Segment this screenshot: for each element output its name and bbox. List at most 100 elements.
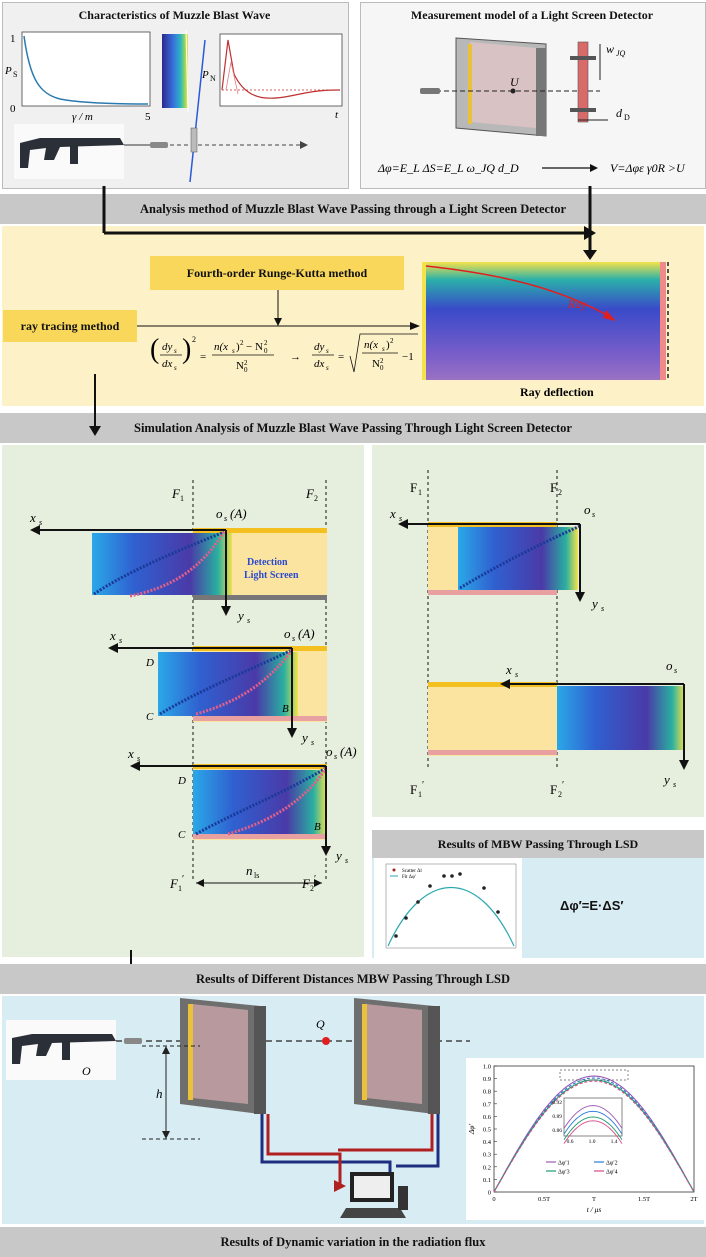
svg-text:→: → [290,351,301,363]
results-lsd-title: Results of MBW Passing Through LSD [372,830,704,858]
computer-icon [340,1172,408,1218]
d-point-3: D [177,775,186,787]
rifle-icon-2 [6,1020,116,1080]
y-tick-label: 0 [488,1190,491,1197]
y-tick-label: 0.9 [483,1076,491,1083]
runge-kutta-box: Fourth-order Runge-Kutta method [150,256,404,290]
svg-text:s: s [326,364,329,372]
svg-text:s: s [137,754,140,763]
svg-text:s: s [592,510,595,519]
right-xs-1: x [389,506,396,521]
zoom-region [559,1069,629,1081]
w-label: w [606,42,614,56]
legend-label: Δφ′4 [606,1170,618,1176]
inset-series-line [563,1116,623,1141]
svg-text:s: s [673,780,676,789]
ray-deflection-label: Ray deflection [520,385,594,399]
y-tick-label: 0.6 [483,1114,492,1121]
svg-text:′: ′ [422,780,424,791]
svg-text:s: s [334,752,337,761]
svg-text:2: 2 [192,335,196,344]
right-ys-2: y [662,772,670,787]
b-point-3: B [314,821,321,833]
nls-label: n [246,863,253,878]
osA-label-2: (A) [298,626,315,641]
svg-text:1: 1 [418,790,422,799]
svg-text:s: s [224,514,227,523]
svg-text:2: 2 [390,337,394,345]
muzzle-blast-title: Characteristics of Muzzle Blast Wave [78,8,271,22]
os-label-2: o [284,626,291,641]
right-ys-1: y [590,596,598,611]
svg-text:): ) [182,334,191,365]
svg-text:0: 0 [264,347,268,355]
ps-y-bottom: 0 [10,103,16,115]
svg-text:2: 2 [240,339,244,347]
xs-label-1: x [29,510,36,525]
c-point-2: C [146,711,154,723]
delta-phi-equation: Δφ=E_L ΔS=E_L ω_JQ d_D [377,161,519,175]
results-lsd-formula: Δφ′=E·ΔS′ [560,898,624,913]
results-lsd-plot: Scatter Δl Fit Δφ′ [374,858,522,958]
d-point-2: D [145,657,154,669]
right-f1-label: F [410,480,417,495]
svg-text:s: s [515,670,518,679]
svg-text:2: 2 [380,357,384,365]
svg-text:dx: dx [314,358,325,370]
measurement-model-graphics: U w JQ d D Δφ=E_L ΔS=E_L ω_JQ d_D V=Δφε … [377,37,686,175]
inset-y-tick: 0.92 [552,1100,562,1106]
q-label: Q [316,1017,325,1031]
distances-bar: Results of Different Distances MBW Passi… [0,964,706,994]
x-axis-label: t / μs [587,1205,602,1214]
legend-scatter: Scatter Δl [402,869,422,874]
pn-ylabel-sub: N [210,74,216,83]
svg-text:2: 2 [558,790,562,799]
right-os-1: o [584,502,591,517]
svg-text:2: 2 [310,884,314,893]
svg-text:s: s [399,514,402,523]
f1-label: F [171,486,181,501]
y-axis-label: Δφ′ [467,1124,476,1136]
velocity-equation: V=Δφε γ0R >U [610,161,686,175]
svg-text:s: s [674,666,677,675]
svg-text:s: s [174,364,177,372]
y-tick-label: 0.5 [483,1127,491,1134]
nls-sub: ls [254,871,259,880]
legend-fit: Fit Δφ′ [402,875,416,880]
svg-text:s: s [326,347,329,355]
legend-label: Δφ′3 [558,1170,570,1176]
svg-text:1: 1 [418,488,422,497]
svg-text:2: 2 [264,339,268,347]
inset-x-tick: 1.4 [611,1139,618,1145]
svg-text:1: 1 [178,884,182,893]
y-tick-label: 0.4 [483,1139,492,1146]
measurement-model-title: Measurement model of a Light Screen Dete… [410,8,654,22]
svg-text:s: s [382,345,385,353]
inset-x-tick: 1.0 [589,1139,596,1145]
ys-label-1: y [236,608,244,623]
d-label: d [616,106,623,120]
rifle-icon [14,124,124,179]
xs-label-3: x [127,746,134,761]
legend-label: Δφ′2 [606,1161,618,1167]
simulation-left-graphics: F 1 F 2 Detection Light Screen x s y s o… [29,480,357,893]
svg-text:s: s [247,616,250,625]
svg-text:0: 0 [380,364,384,372]
x-tick-label: 0 [492,1196,495,1203]
dynamic-bar: Results of Dynamic variation in the radi… [0,1227,706,1257]
svg-text:): ) [236,341,240,353]
svg-text:n(x: n(x [214,341,228,353]
pn-xlabel: t [335,109,339,121]
inset-series-line [563,1110,623,1135]
svg-text:2: 2 [558,488,562,497]
svg-text:′: ′ [314,874,316,885]
svg-text:1: 1 [180,494,184,503]
legend-label: Δφ′1 [558,1161,570,1167]
w-sub: JQ [616,49,626,58]
d-sub: D [624,113,630,122]
svg-text:N: N [372,358,380,370]
f2-label: F [305,486,315,501]
svg-text:): ) [386,339,390,351]
